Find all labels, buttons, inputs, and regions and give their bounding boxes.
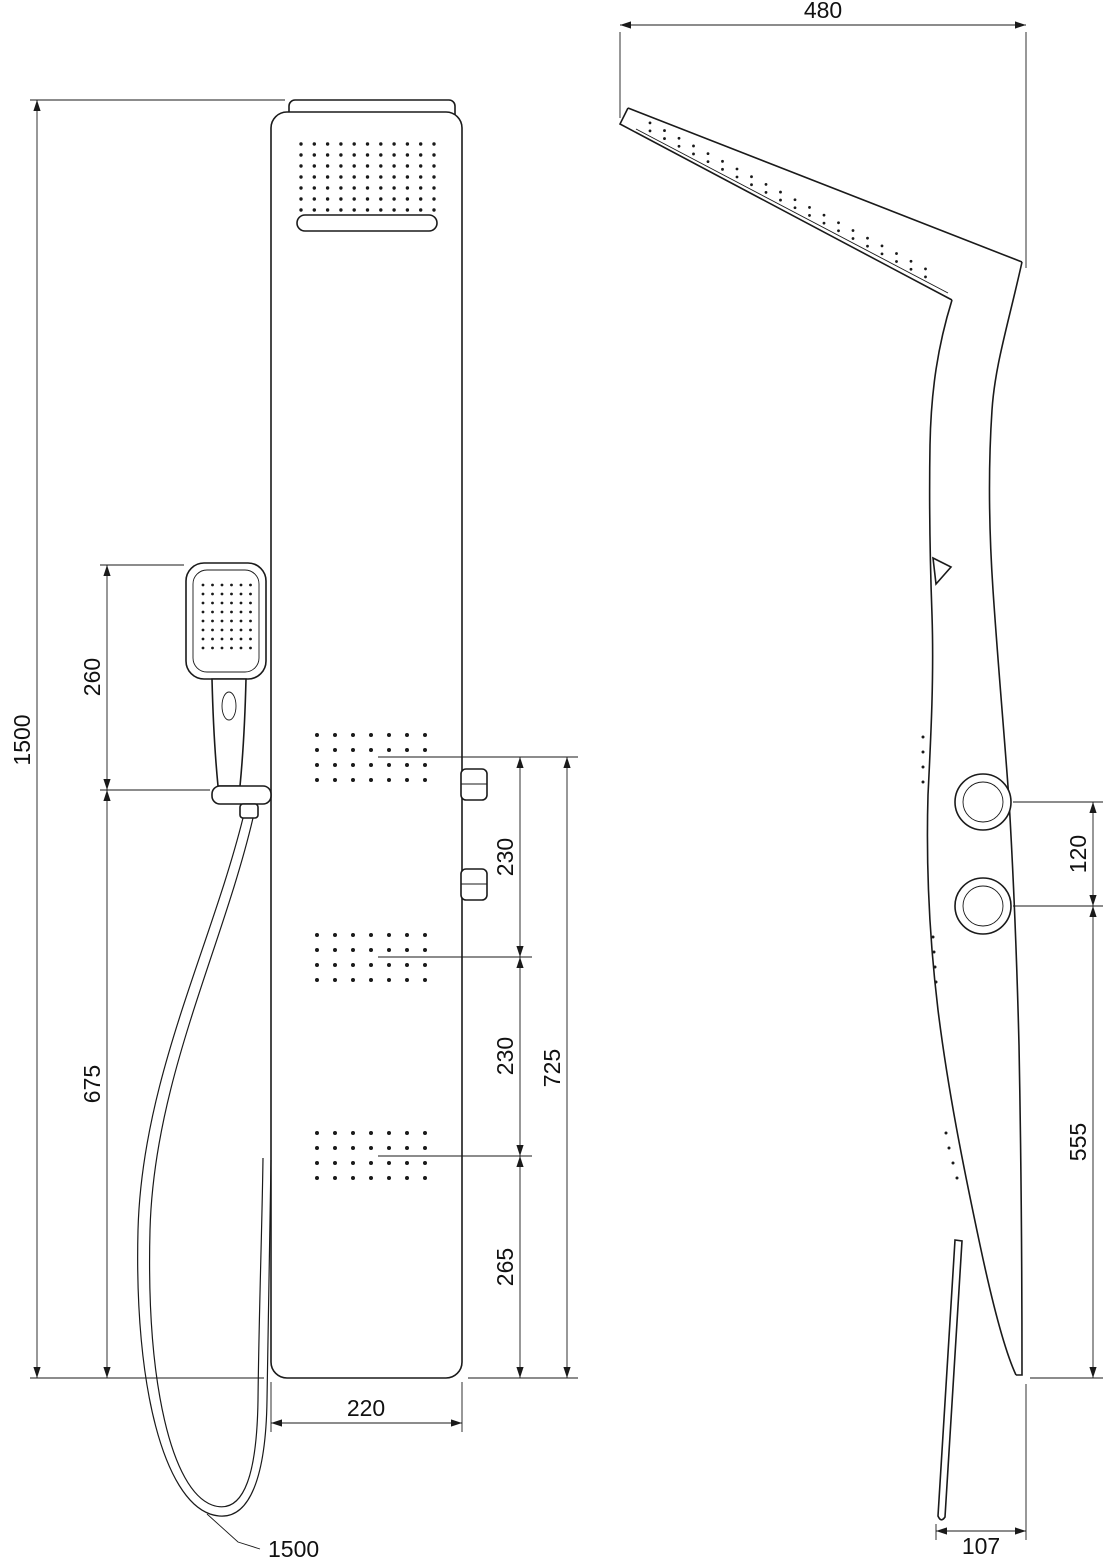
diverter-knob-upper (460, 768, 488, 801)
hand-shower-handle (211, 678, 247, 787)
bracket-clip-side (932, 556, 953, 586)
dimension-labels: 1500 260 675 220 230 230 265 725 1500 48… (9, 0, 1091, 1562)
body-jet-cluster-middle (315, 933, 427, 982)
dim-label-lower-section: 675 (79, 1065, 105, 1103)
body-jet-cluster-upper (315, 733, 427, 782)
panel-body (270, 111, 463, 1379)
hand-shower-nozzles (201, 583, 252, 650)
dimension-lines (30, 21, 1103, 1550)
side-knob-upper (954, 773, 1012, 831)
dim-label-knob-to-bottom: 555 (1065, 1123, 1091, 1161)
waterfall-slot (296, 214, 438, 232)
dim-label-jet-to-bottom: 265 (492, 1248, 518, 1286)
dim-label-base-depth: 107 (962, 1533, 1000, 1559)
shower-hose (137, 817, 272, 1517)
side-panel-profile (921, 261, 1023, 1376)
dim-label-overall-height: 1500 (9, 714, 35, 765)
hand-shower-wand-side (937, 1239, 963, 1521)
hose-connector-nut (239, 803, 259, 819)
side-knob-lower (954, 877, 1012, 935)
hand-shower-button (221, 691, 237, 721)
side-view (618, 107, 1023, 1521)
dim-label-panel-width: 220 (347, 1395, 385, 1421)
dim-label-knob-spacing: 120 (1065, 835, 1091, 873)
dim-label-head-depth: 480 (804, 0, 842, 23)
diverter-knob-lower (460, 868, 488, 901)
side-jet-dots (921, 735, 959, 1180)
hose-length-leader (206, 1513, 261, 1550)
rain-shower-grid (299, 142, 436, 212)
dim-label-jet-span: 725 (539, 1049, 565, 1087)
dim-label-handset-length: 260 (79, 658, 105, 696)
side-overhead-head (618, 107, 1023, 301)
hand-shower (185, 562, 267, 787)
hand-shower-bracket (211, 785, 272, 805)
dim-label-hose-length: 1500 (268, 1536, 319, 1562)
dim-label-jet-gap-lower: 230 (492, 1037, 518, 1075)
front-view (137, 99, 488, 1517)
overhead-nozzle-dots (648, 121, 927, 279)
dimension-arrowheads (33, 21, 1097, 1535)
body-jet-cluster-lower (315, 1131, 427, 1180)
dim-label-jet-gap-upper: 230 (492, 838, 518, 876)
